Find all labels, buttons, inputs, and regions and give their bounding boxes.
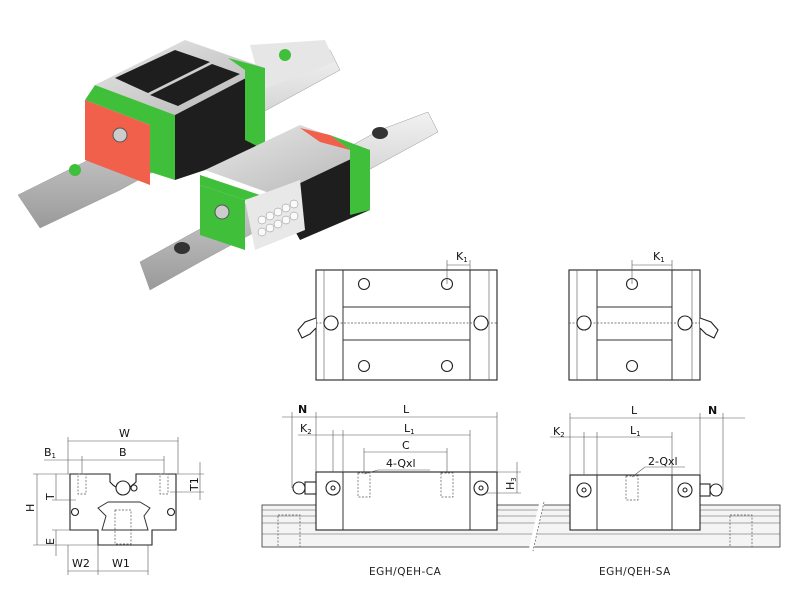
dimension-h3-label: H3 [504, 477, 518, 490]
dimension-n-label: N [298, 403, 307, 416]
dimension-c-label: C [402, 439, 410, 452]
dimension-h-label: H [24, 504, 37, 512]
top-view-ca: K1 [297, 250, 498, 381]
product-photo-block-1 [17, 40, 341, 229]
dimension-k2-label: K2 [300, 422, 312, 436]
dimension-k1-label: K1 [456, 250, 468, 264]
grease-nipple-icon [699, 317, 719, 339]
caption-sa: EGH/QEH-SA [599, 566, 671, 578]
dimension-e-label: E [44, 538, 57, 545]
grease-nipple-icon [292, 481, 306, 495]
dimension-w1-label: W1 [112, 557, 130, 570]
caption-ca: EGH/QEH-CA [369, 566, 442, 578]
side-view-ca: N L K2 L1 C 4-Qxl H3 EGH/QEH-CA [282, 403, 521, 578]
product-photo-block-2 [139, 111, 439, 291]
dimension-t-label: T [44, 493, 57, 501]
dimension-k1-label: K1 [653, 250, 665, 264]
dimension-b-label: B [119, 446, 127, 459]
grease-nipple-icon [297, 317, 317, 339]
dimension-l1-label: L1 [630, 424, 641, 438]
dimension-w2-label: W2 [72, 557, 90, 570]
top-view-sa: K1 [568, 250, 719, 381]
dimension-w-label: W [119, 427, 130, 440]
dimension-t1-label: T1 [188, 477, 201, 492]
dimension-b1-label: B1 [44, 446, 56, 460]
front-view: W B1 B H T E T1 W2 W1 [24, 427, 204, 575]
dimension-l-label: L [631, 404, 638, 417]
dimension-n-label: N [708, 404, 717, 417]
grease-nipple-icon [709, 483, 723, 497]
dimension-l-label: L [403, 403, 410, 416]
side-view-sa: L N K2 L1 2-Qxl EGH/QEH-SA [550, 404, 745, 578]
dimension-l1-label: L1 [404, 422, 415, 436]
dimension-k2-label: K2 [553, 425, 565, 439]
thread-2-qxl-label: 2-Qxl [648, 455, 678, 468]
thread-4-qxl-label: 4-Qxl [386, 457, 416, 470]
